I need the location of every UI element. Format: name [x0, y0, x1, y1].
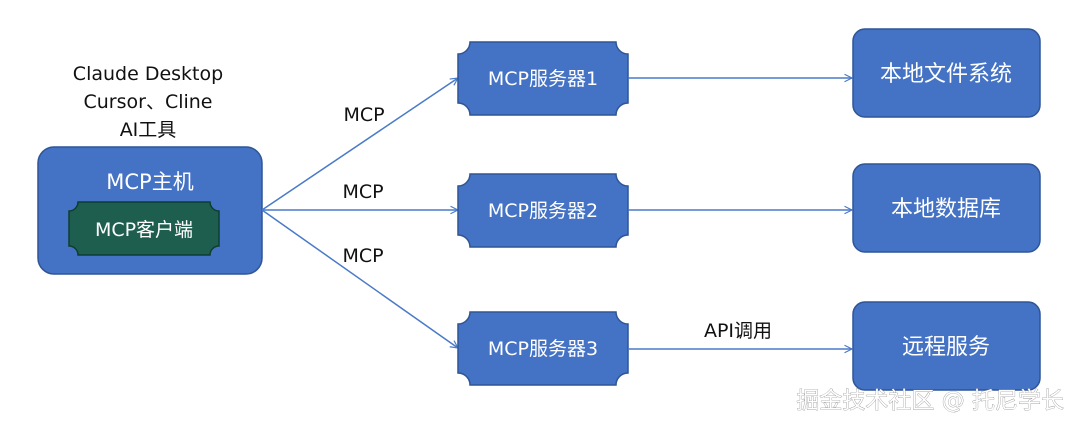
resource-2-label: 本地数据库: [891, 197, 1001, 222]
host-caption-line-3: AI工具: [120, 119, 177, 141]
mcp-server-2-box: [457, 173, 629, 248]
mcp-server-2: MCP服务器2: [457, 173, 629, 248]
host-caption-line-1: Claude Desktop: [73, 63, 223, 85]
server-to-resource-connectors: API调用: [628, 78, 852, 349]
connector-host-server-1: [261, 78, 458, 211]
host-to-server-connectors: MCP MCP MCP: [261, 78, 458, 348]
connector-label-mcp-3: MCP: [342, 245, 383, 267]
watermark-text: 掘金技术社区 @ 托尼学长: [796, 388, 1064, 414]
connector-host-server-3: [261, 209, 458, 348]
connector-label-mcp-1: MCP: [343, 104, 384, 126]
host-caption-line-2: Cursor、Cline: [83, 91, 212, 113]
resource-3-box: [852, 301, 1041, 391]
resource-3-label: 远程服务: [902, 335, 990, 360]
mcp-server-1-box: [457, 41, 629, 116]
resource-2-box: [852, 163, 1041, 253]
mcp-server-3-label: MCP服务器3: [488, 338, 598, 360]
mcp-host-box: MCP主机 MCP客户端: [37, 146, 263, 275]
connector-label-mcp-2: MCP: [342, 181, 383, 203]
resource-remote-service: 远程服务: [852, 301, 1041, 391]
mcp-client-label: MCP客户端: [95, 219, 193, 241]
connector-label-api-call: API调用: [704, 320, 772, 342]
mcp-client-plaque: [68, 201, 220, 256]
mcp-server-1: MCP服务器1: [457, 41, 629, 116]
resource-1-box: [852, 28, 1041, 118]
resource-local-filesystem: 本地文件系统: [852, 28, 1041, 118]
resource-1-label: 本地文件系统: [880, 62, 1012, 87]
resource-local-database: 本地数据库: [852, 163, 1041, 253]
mcp-server-1-label: MCP服务器1: [488, 68, 598, 90]
mcp-host-title: MCP主机: [106, 170, 193, 194]
mcp-server-3-box: [457, 311, 629, 386]
mcp-server-3: MCP服务器3: [457, 311, 629, 386]
host-caption: Claude Desktop Cursor、Cline AI工具: [73, 63, 223, 141]
mcp-server-2-label: MCP服务器2: [488, 200, 598, 222]
